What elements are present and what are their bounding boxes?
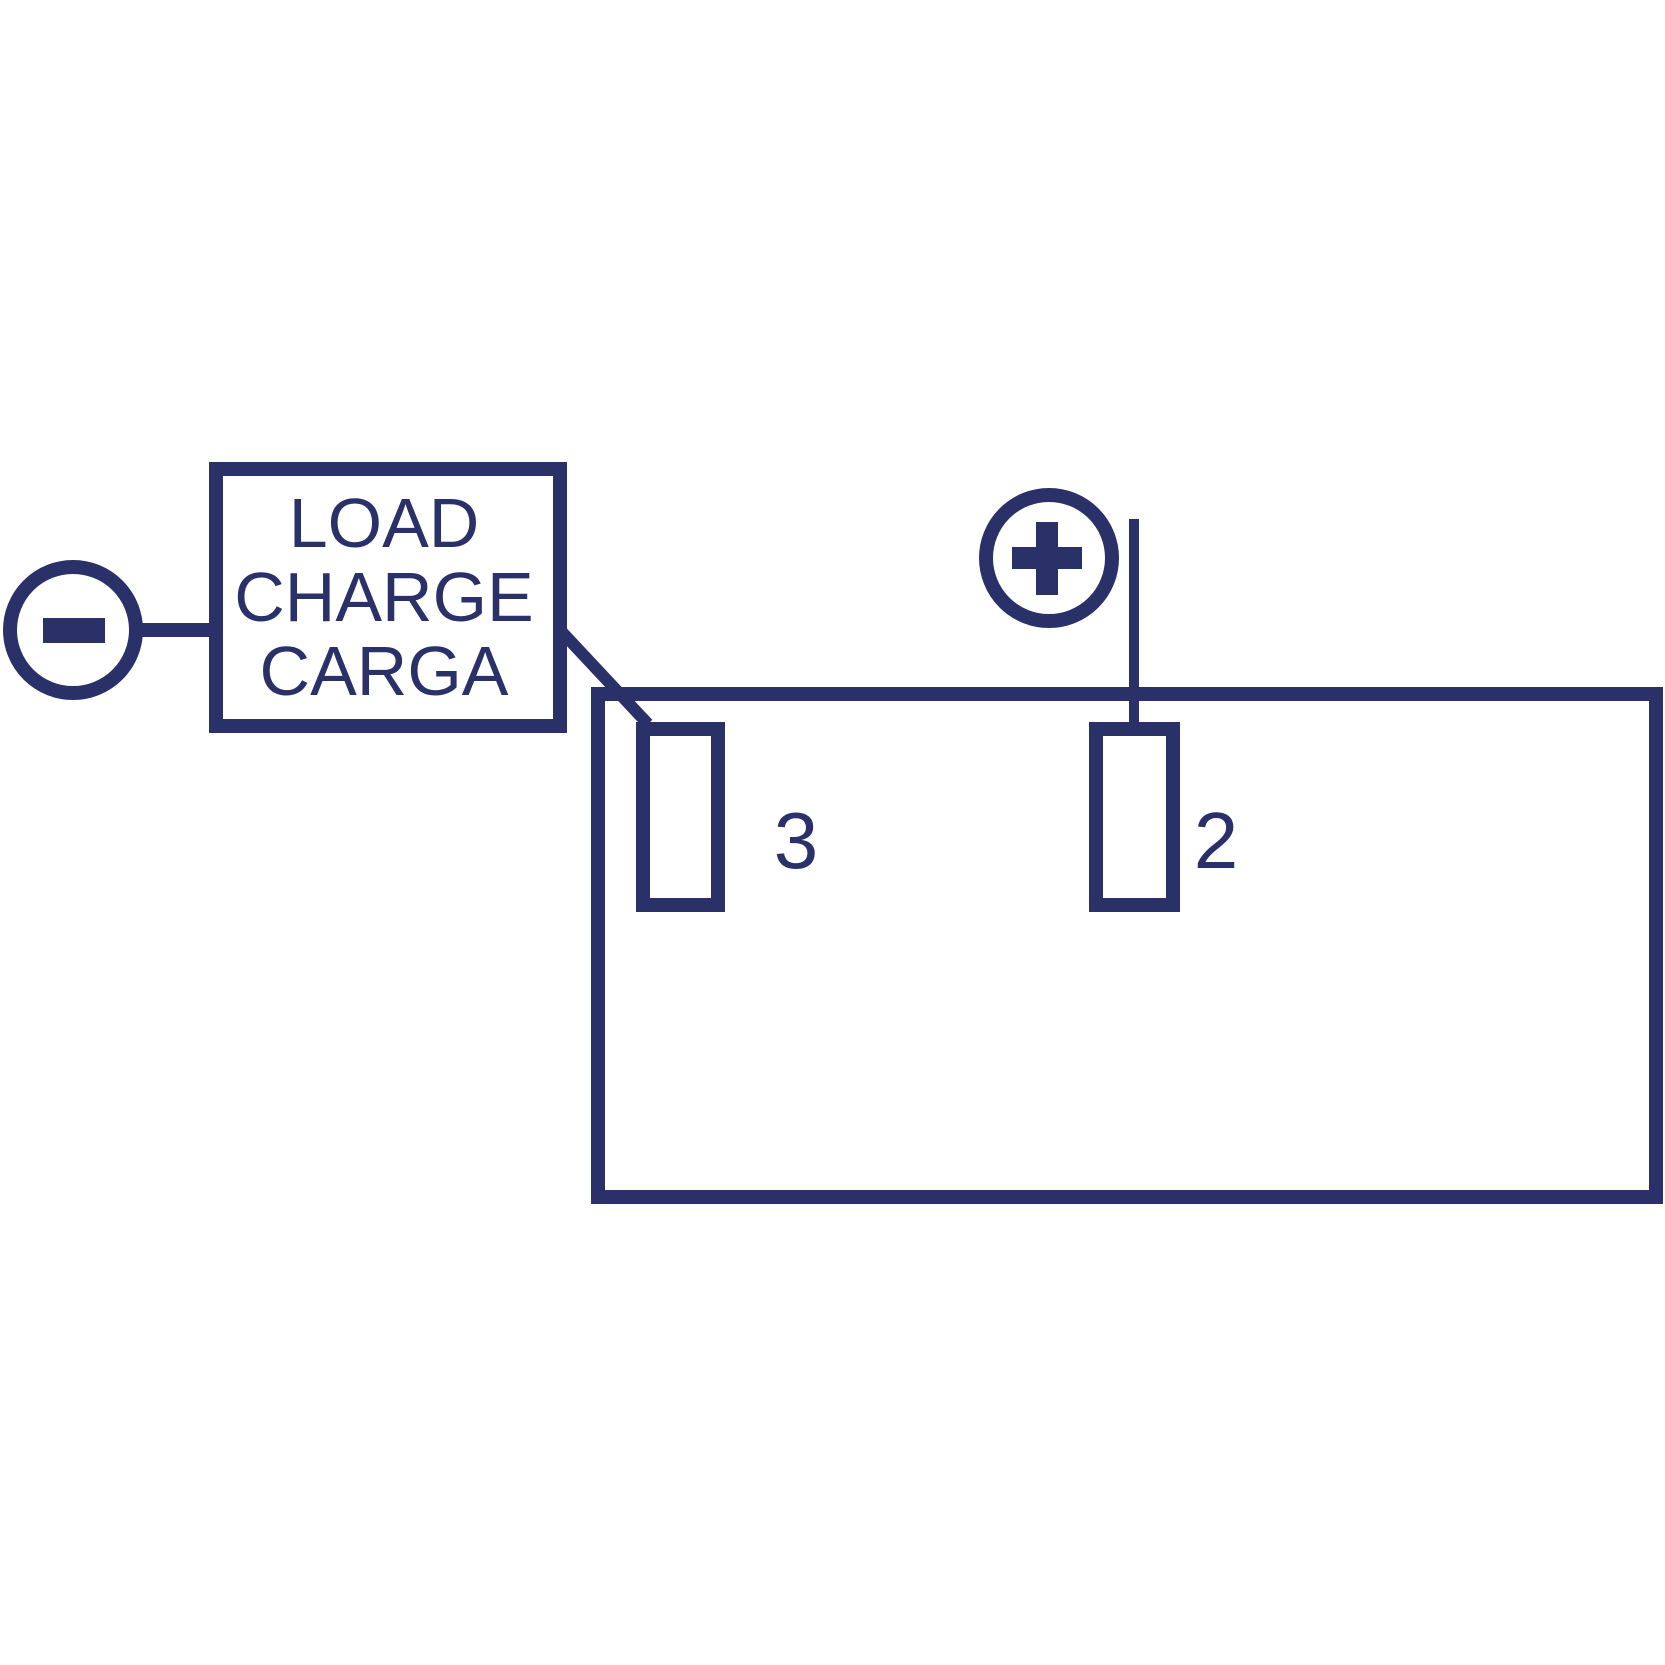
load-box-border [209, 462, 567, 733]
terminal-2-label: 2 [1194, 796, 1239, 885]
minus-icon [43, 618, 105, 643]
load-label-line-3: CARGA [260, 632, 509, 710]
load-box: LOAD CHARGE CARGA [209, 462, 567, 733]
positive-circle [979, 488, 1119, 628]
terminal-3-label: 3 [774, 796, 819, 885]
terminal-3: 3 [636, 722, 819, 912]
load-label-line-1: LOAD [289, 484, 480, 562]
plus-icon [1036, 522, 1058, 595]
terminal-2: 2 [1089, 722, 1239, 912]
terminal-2-post [1089, 722, 1180, 912]
battery-body [591, 687, 1663, 1204]
positive-terminal-symbol [979, 488, 1119, 628]
load-label-line-2: CHARGE [234, 558, 533, 636]
terminal-3-post [636, 722, 725, 912]
load-to-terminal-wire [556, 626, 653, 729]
negative-terminal-symbol [3, 560, 143, 700]
